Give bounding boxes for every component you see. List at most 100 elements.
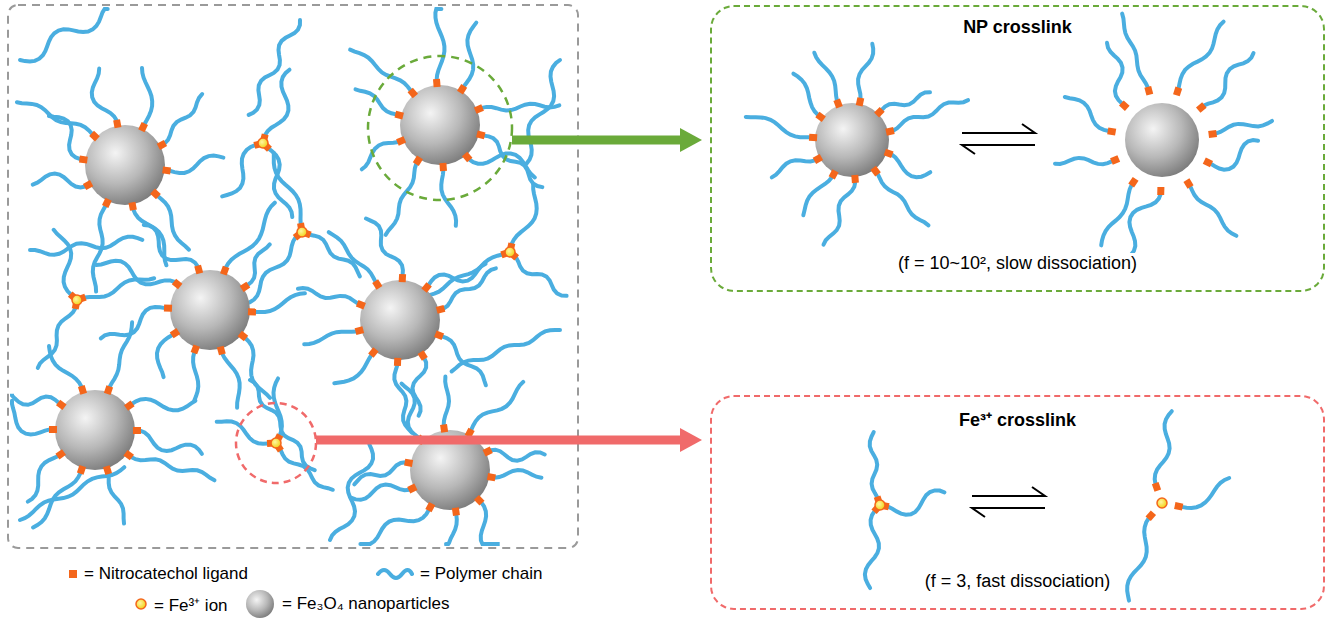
nitrocatechol-ligand [220,266,229,276]
ligand-swatch [69,570,77,578]
polymer-chain [108,473,124,524]
nitrocatechol-ligand [436,305,446,314]
polymer-chain [30,237,142,255]
nitrocatechol-ligand [55,449,66,459]
nitrocatechol-ligand [123,450,134,460]
polymer-chain [870,432,878,497]
panel-note: (f = 3, fast dissociation) [921,571,1115,592]
red-arrow [316,436,682,445]
polymer-chain [165,94,203,144]
legend-text: = Fe³⁺ ion [154,593,228,616]
polymer-chain [814,53,837,101]
polymer-chain [1127,518,1149,601]
equilibrium-arrows [962,124,1045,517]
nitrocatechol-ligand [102,198,112,208]
polymer-chain [354,462,405,484]
polymer-chain [429,264,486,286]
polymer-chain [298,288,358,304]
nitrocatechol-ligand [1196,102,1207,112]
polymer-chain [482,104,560,111]
polymer-chain [140,431,202,454]
fe3o4-nanoparticle [170,270,250,350]
polymer-chain [334,355,371,384]
nitrocatechol-ligand [815,112,826,122]
polymer-chain [471,382,523,430]
nitrocatechol-ligand [77,465,86,475]
polymer-chain [250,237,296,302]
nitrocatechol-ligand [418,350,428,361]
nitrocatechol-ligand [884,149,894,158]
polymer-chain [248,244,270,285]
fe3o4-nanoparticle [55,390,135,470]
polymer-chain [1216,121,1272,134]
fe-sample [134,592,148,616]
nitrocatechol-ligand [56,400,67,410]
polymer-chain [803,177,832,215]
nitrocatechol-ligand [487,473,496,481]
polymer-chain [245,338,270,398]
fe3o4-nanoparticle [400,85,480,165]
polymer-chain [442,336,486,385]
polymer-chain [274,153,301,224]
polymer-chain [310,235,360,277]
nitrocatechol-ligand [1174,502,1183,510]
nitrocatechol-ligand [1157,187,1164,195]
nitrocatechol-ligand [355,326,365,335]
fe-highlight [236,403,316,483]
polymer-chain [490,450,544,461]
chain-sample [376,562,414,586]
nitrocatechol-ligand [162,166,171,174]
polymer-chain [157,335,173,377]
polymer-chain [304,331,356,344]
green-arrow [512,136,682,145]
nitrocatechol-ligand [874,107,885,118]
polymer-chain [888,490,945,514]
nitrocatechol-ligand [474,495,485,506]
polymer-chain [1204,53,1254,106]
polymer-chain [882,92,931,110]
polymer-chain [1065,97,1109,131]
fe3o4-nanoparticle [360,280,440,360]
polymer-chain [425,255,503,297]
nitrocatechol-ligand [813,154,823,164]
nitrocatechol-ligand [408,88,419,99]
polymer-chain [274,378,282,436]
nitrocatechol-ligand [1144,86,1153,96]
fe3o4-nanoparticle [815,103,889,177]
np-sample [244,588,276,620]
nitrocatechol-ligand [870,166,880,177]
fe-ion [258,138,268,148]
polymer-chain [38,308,76,368]
fe-ion [1157,498,1167,508]
np-highlight [368,56,512,200]
polymer-chain [446,515,457,544]
polymer-chain [356,89,397,114]
polymer-chain [1107,43,1123,104]
polymer-chain [1190,186,1236,236]
nitrocatechol-ligand [170,328,181,338]
polymer-chain [193,352,198,401]
nitrocatechol-ligand [150,189,161,200]
legend-entry: = Polymer chain [376,562,542,586]
polymer-chain [92,69,117,121]
polymer-chain [1055,158,1112,164]
crosslink-panel: Fe³⁺ crosslink (f = 3, fast dissociation) [710,395,1325,610]
panel-title: Fe³⁺ crosslink [955,407,1080,431]
polymer-chain [494,470,541,478]
polymer-chain [249,20,300,115]
nitrocatechol-ligand [399,274,406,282]
nitrocatechol-ligand [394,111,403,120]
legend-entry: = Nitrocatechol ligand [68,562,248,586]
polymer-chain [362,142,399,169]
fe-ion [505,247,515,257]
fe-sample-dot [136,599,146,609]
crosslink-panel: NP crosslink(f = 10~10², slow dissociati… [710,5,1325,292]
legend-swatch [68,562,78,586]
nitrocatechol-ligand [413,155,423,165]
polymer-chain [12,394,59,405]
polymer-chain [858,44,873,99]
nitrocatechol-ligand [462,152,473,163]
polymer-chain [360,510,429,544]
polymer-chain [366,219,403,276]
nitrocatechol-ligand [809,134,817,142]
